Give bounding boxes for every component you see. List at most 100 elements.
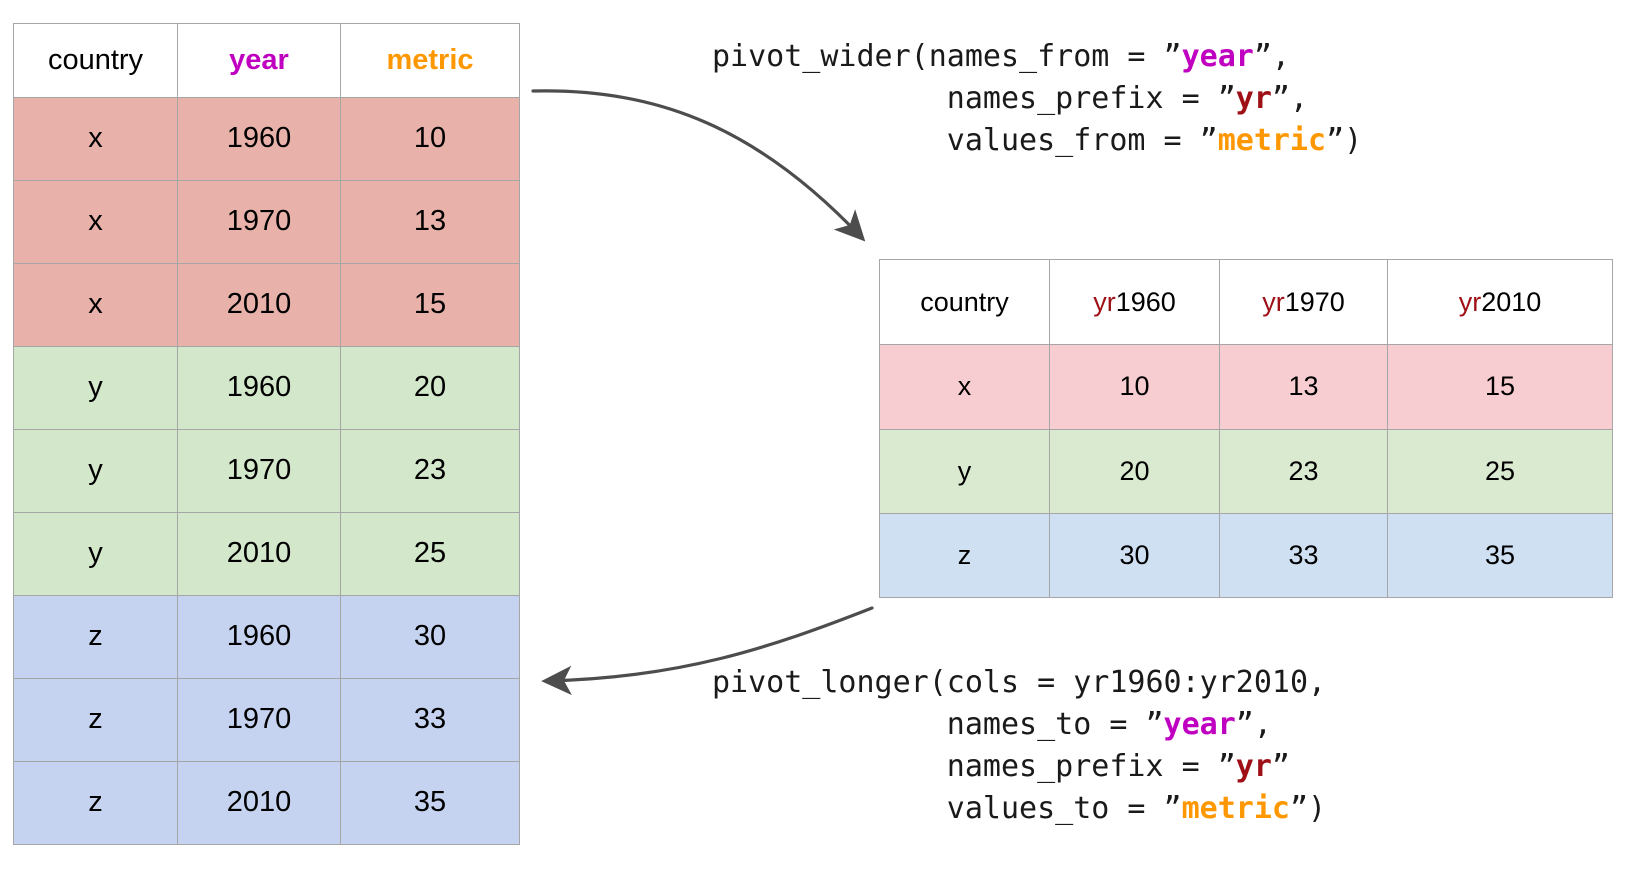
quote-open-icon: ” [1145,707,1164,742]
column-header-country: country [879,258,1050,346]
cell-year: 2010 [177,760,341,846]
cell-yr1970: 13 [1219,344,1388,430]
column-header-metric-label: metric [386,43,474,76]
cell-yr2010: 25 [1387,428,1613,514]
table-row: x 1960 10 [13,96,520,181]
table-row: z 30 33 35 [879,512,1613,599]
cell-country: x [13,179,178,264]
cell-country: y [13,511,178,596]
cell-yr2010: 15 [1387,344,1613,430]
column-header-yr1970-label: 1970 [1284,286,1345,317]
table-row: z 1960 30 [13,594,520,679]
quote-close-icon: ” [1326,123,1345,158]
cell-year: 2010 [177,511,341,596]
code-line-4-suffix: ) [1308,791,1327,826]
table-row: y 2010 25 [13,511,520,596]
quote-close-icon: ” [1271,749,1290,784]
code-line-4-prefix: values_to = [712,791,1164,826]
cell-country: y [879,428,1050,514]
code-line-3-prefix: values_from = [712,123,1200,158]
quote-open-icon: ” [1163,39,1182,74]
quote-open-icon: ” [1217,81,1236,116]
cell-year: 1970 [177,179,341,264]
cell-country: y [13,428,178,513]
quote-open-icon: ” [1199,123,1218,158]
table-row: y 1970 23 [13,428,520,513]
cell-country: z [879,512,1050,599]
cell-yr2010: 35 [1387,512,1613,599]
cell-yr1970: 33 [1219,512,1388,599]
code-string-year: year [1163,707,1236,742]
column-header-year-label: year [229,43,289,76]
code-line-3-suffix: ) [1344,123,1363,158]
cell-metric: 23 [340,428,520,513]
cell-year: 1960 [177,594,341,679]
code-string-yr: yr [1235,81,1272,116]
quote-open-icon: ” [1163,791,1182,826]
table-row: z 2010 35 [13,760,520,846]
column-header-country: country [13,23,178,98]
prefix-label: yr [1093,286,1116,317]
cell-year: 2010 [177,262,341,347]
cell-metric: 25 [340,511,520,596]
code-line-2-suffix: , [1253,707,1272,742]
cell-metric: 15 [340,262,520,347]
quote-close-icon: ” [1235,707,1254,742]
code-string-metric: metric [1217,123,1327,158]
column-header-yr2010: yr2010 [1387,258,1613,346]
pivot-longer-code: pivot_longer(cols = yr1960:yr2010, names… [712,662,1326,830]
table-header-row: country year metric [13,23,520,98]
cell-country: z [13,594,178,679]
column-header-country-label: country [47,43,144,76]
code-string-metric: metric [1181,791,1290,826]
cell-yr1970: 23 [1219,428,1388,514]
table-row: x 2010 15 [13,262,520,347]
table-row: x 1970 13 [13,179,520,264]
prefix-label: yr [1262,286,1285,317]
cell-year: 1960 [177,96,341,181]
code-line-2-prefix: names_prefix = [712,81,1218,116]
wide-format-table: country yr1960 yr1970 yr2010 x 10 13 15 … [879,258,1613,599]
cell-yr1960: 10 [1049,344,1220,430]
quote-close-icon: ” [1253,39,1272,74]
code-string-year: year [1181,39,1254,74]
cell-country: x [13,96,178,181]
column-header-yr2010-label: 2010 [1481,286,1542,317]
cell-metric: 10 [340,96,520,181]
cell-year: 1970 [177,677,341,762]
code-string-yr: yr [1235,749,1272,784]
column-header-yr1960: yr1960 [1049,258,1220,346]
quote-open-icon: ” [1217,749,1236,784]
cell-metric: 33 [340,677,520,762]
cell-country: z [13,677,178,762]
code-line-1-prefix: pivot_wider(names_from = [712,39,1164,74]
cell-yr1960: 30 [1049,512,1220,599]
column-header-year: year [177,23,341,98]
cell-metric: 13 [340,179,520,264]
code-line-2-suffix: , [1289,81,1309,116]
cell-metric: 35 [340,760,520,846]
column-header-country-label: country [920,286,1009,317]
prefix-label: yr [1458,286,1482,317]
code-line-3-prefix: names_prefix = [712,749,1218,784]
column-header-yr1970: yr1970 [1219,258,1388,346]
cell-metric: 20 [340,345,520,430]
table-row: x 10 13 15 [879,344,1613,430]
long-format-table: country year metric x 1960 10 x 1970 13 … [13,23,520,846]
cell-country: z [13,760,178,846]
column-header-metric: metric [340,23,520,98]
cell-metric: 30 [340,594,520,679]
cell-country: x [879,344,1050,430]
code-line-1-prefix: pivot_longer(cols = yr1960:yr2010, [712,665,1327,700]
table-row: y 20 23 25 [879,428,1613,514]
table-row: y 1960 20 [13,345,520,430]
cell-year: 1970 [177,428,341,513]
cell-country: y [13,345,178,430]
table-row: z 1970 33 [13,677,520,762]
table-header-row: country yr1960 yr1970 yr2010 [879,258,1613,346]
code-line-1-suffix: , [1271,39,1290,74]
quote-close-icon: ” [1271,81,1290,116]
cell-country: x [13,262,178,347]
column-header-yr1960-label: 1960 [1115,286,1176,317]
quote-close-icon: ” [1289,791,1309,826]
